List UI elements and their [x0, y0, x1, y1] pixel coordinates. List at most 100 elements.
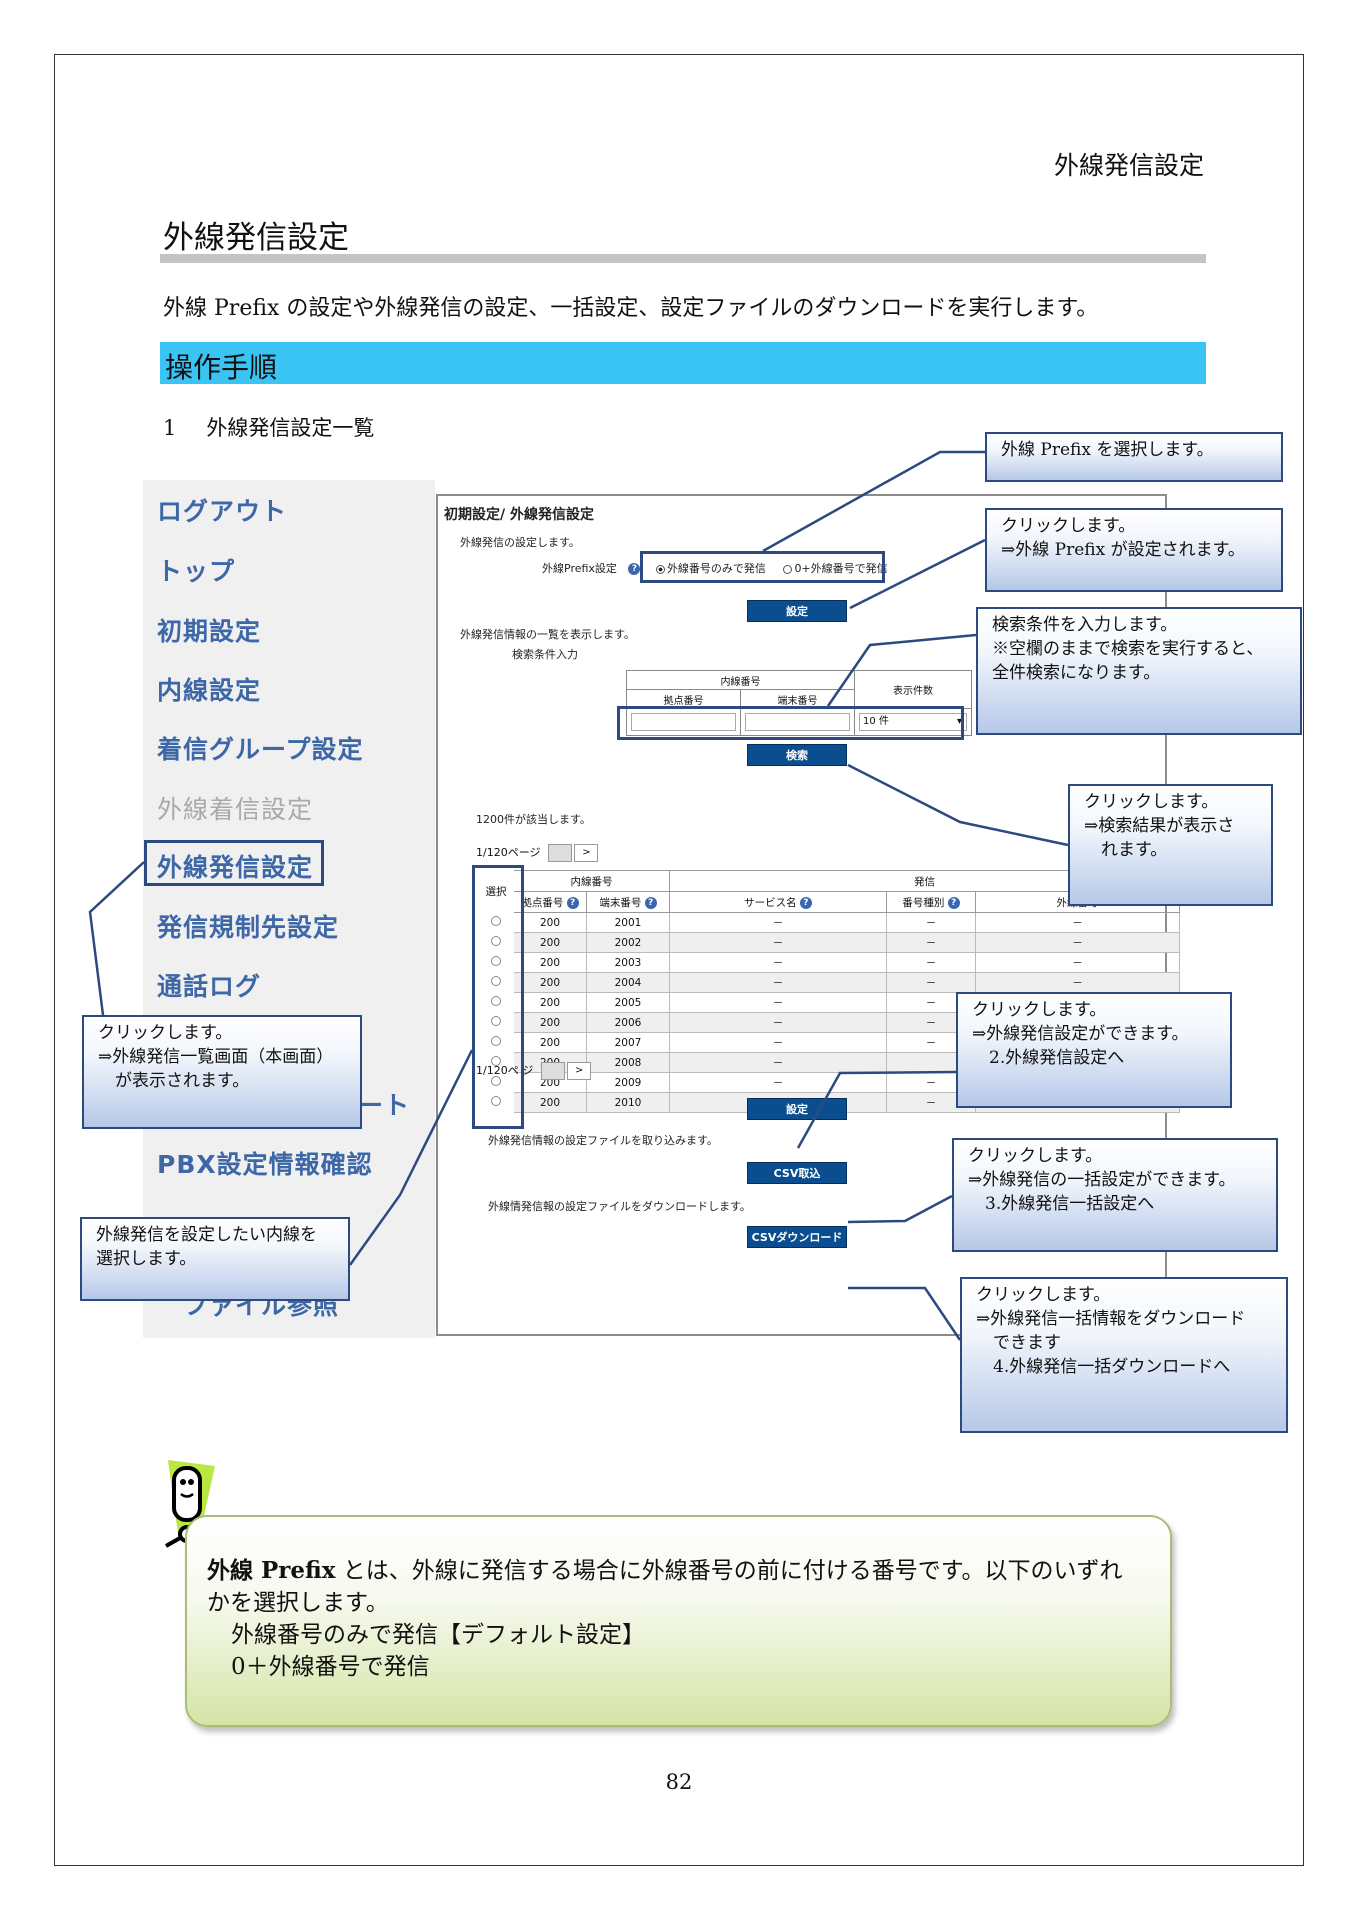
panel-title: 初期設定/ 外線発信設定: [444, 507, 594, 523]
help-icon[interactable]: ?: [644, 896, 657, 909]
callout-text: クリックします。: [976, 1285, 1111, 1305]
callout-set: クリックします。 ⇒外線 Prefix が設定されます。: [985, 508, 1283, 592]
csv-import-button[interactable]: CSV取込: [747, 1162, 847, 1184]
row-select-cell: [478, 1052, 514, 1073]
sidebar-item-report[interactable]: ート: [358, 1091, 411, 1120]
row-select-radio[interactable]: [491, 976, 501, 986]
sidebar-item-extension-settings[interactable]: 内線設定: [157, 676, 262, 705]
row-select-radio[interactable]: [491, 1016, 501, 1026]
pagination-bottom: 1/120ペ ジ >: [476, 1062, 592, 1080]
search-conditions-label: 検索条件入力: [512, 648, 578, 661]
col-terminal-number: 端末番号 ?: [586, 891, 670, 913]
row-select-cell: [478, 912, 514, 933]
sidebar-item-incoming-group[interactable]: 着信グループ設定: [157, 735, 364, 764]
callout-text: 全件検索になります。: [992, 663, 1161, 683]
col-select: 選択: [485, 886, 507, 898]
callout-sidebar: クリックします。⇒外線発信一覧画面（本画面） が表示されます。: [82, 1015, 362, 1129]
row-select-radio[interactable]: [491, 1056, 501, 1066]
prefix-radio-highlight: [640, 551, 885, 583]
page-title: 外線発信設定: [163, 220, 349, 256]
sidebar: ログアウト トップ 初期設定 内線設定 着信グループ設定 外線着信設定 外線発信…: [143, 480, 435, 1338]
select-column-highlight: [472, 865, 524, 1129]
list-desc: 外線発信情報の一覧を表示します。: [460, 628, 635, 641]
callout-text: ⇒外線発信の一括設定ができます。: [968, 1170, 1236, 1190]
chevron-down-icon: ▾: [956, 716, 962, 727]
radio-unselected-icon[interactable]: [783, 564, 793, 574]
callout-text: クリックします。: [972, 1000, 1107, 1020]
row-select-radio[interactable]: [491, 1036, 501, 1046]
row-select-cell: [478, 1012, 514, 1033]
callout-text: クリックします。: [1001, 516, 1136, 536]
connector-search-button: [847, 763, 1069, 847]
row-select-radio[interactable]: [491, 996, 501, 1006]
callout-text: 選択します。: [96, 1249, 197, 1269]
connector-csv-import: [847, 1194, 953, 1224]
callout-text: ⇒外線発信一括情報をダウンロード: [976, 1309, 1246, 1329]
pagination-top: 1/120ページ>: [476, 844, 599, 862]
help-icon[interactable]: ?: [799, 896, 812, 909]
cell-service: －: [669, 1012, 887, 1033]
callout-text: クリックします。: [98, 1023, 233, 1043]
cell-service: －: [669, 1052, 887, 1073]
callout-select-row: 外線発信を設定したい内線を選択します。: [80, 1217, 350, 1301]
title-rule: [160, 254, 1206, 263]
connector-prefix: [762, 450, 985, 553]
callout-prefix: 外線 Prefix を選択します。: [985, 432, 1283, 482]
callout-text: が表示されます。: [98, 1071, 250, 1091]
cell-external: －: [975, 972, 1180, 993]
sidebar-item-top[interactable]: トップ: [157, 557, 236, 586]
prev-page-button[interactable]: [541, 1062, 566, 1080]
search-button[interactable]: 検索: [747, 744, 847, 766]
sidebar-item-logout[interactable]: ログアウト: [157, 497, 288, 526]
help-icon[interactable]: ?: [947, 896, 960, 909]
page-frame: [54, 54, 1304, 1866]
callout-text: ⇒外線 Prefix が設定されます。: [1001, 540, 1245, 560]
base-number-input[interactable]: [631, 713, 736, 731]
page-info-bottom: 1/120ペ ジ: [476, 1064, 534, 1077]
note-line: かを選択します。: [207, 1590, 389, 1616]
note-box: 外線 Prefix とは、外線に発信する場合に外線番号の前に付ける番号です。以下…: [185, 1515, 1172, 1727]
import-desc: 外線発信情報の設定ファイルを取り込みます。: [488, 1134, 718, 1147]
sidebar-item-call-log[interactable]: 通話ログ: [157, 972, 262, 1001]
row-select-radio[interactable]: [491, 1096, 501, 1106]
next-page-button[interactable]: >: [567, 1062, 592, 1080]
row-select-radio[interactable]: [491, 936, 501, 946]
row-select-radio[interactable]: [491, 1076, 501, 1086]
search-inputs-highlight: [617, 706, 964, 740]
step-label: 外線発信設定一覧: [206, 416, 375, 440]
radio-ext-only-option[interactable]: 外線番号のみで発信: [655, 562, 766, 575]
radio-zero-prefix-option[interactable]: 0+外線番号で発信: [783, 562, 888, 575]
help-icon[interactable]: ?: [628, 563, 641, 575]
callout-text: ⇒外線発信設定ができます。: [972, 1024, 1189, 1044]
sidebar-item-external-outgoing[interactable]: 外線発信設定: [157, 853, 314, 882]
sidebar-item-call-restriction[interactable]: 発信規制先設定: [157, 913, 340, 942]
help-icon[interactable]: ?: [566, 896, 579, 909]
sidebar-item-pbx-info[interactable]: PBX設定情報確認: [157, 1150, 373, 1179]
radio-selected-icon[interactable]: [655, 564, 665, 574]
cell-terminal: 2008: [586, 1052, 670, 1073]
count-select[interactable]: 10 件▾: [859, 713, 967, 731]
sidebar-item-external-incoming[interactable]: 外線着信設定: [157, 795, 314, 824]
cell-base: 200: [513, 932, 587, 953]
terminal-number-input[interactable]: [745, 713, 850, 731]
prefix-setting: 外線Prefix設定 ? 外線番号のみで発信 0+外線番号で発信: [542, 560, 888, 576]
cell-type: －: [886, 932, 976, 953]
cell-terminal: 2006: [586, 1012, 670, 1033]
callout-text: ※空欄のままで検索を実行すると、: [992, 639, 1264, 659]
row-select-cell: [478, 992, 514, 1013]
intro-text: 外線 Prefix の設定や外線発信の設定、一括設定、設定ファイルのダウンロード…: [163, 296, 1099, 321]
cell-terminal: 2001: [586, 912, 670, 933]
row-select-radio[interactable]: [491, 956, 501, 966]
sidebar-item-initial-settings[interactable]: 初期設定: [157, 617, 262, 646]
connector-set: [849, 538, 986, 610]
row-select-radio[interactable]: [491, 916, 501, 926]
prev-page-button[interactable]: [548, 844, 573, 862]
panel-desc: 外線発信の設定します。: [460, 536, 580, 549]
csv-download-button[interactable]: CSVダウンロード: [747, 1226, 847, 1248]
prefix-set-button[interactable]: 設定: [747, 600, 847, 622]
next-page-button[interactable]: >: [574, 844, 599, 862]
